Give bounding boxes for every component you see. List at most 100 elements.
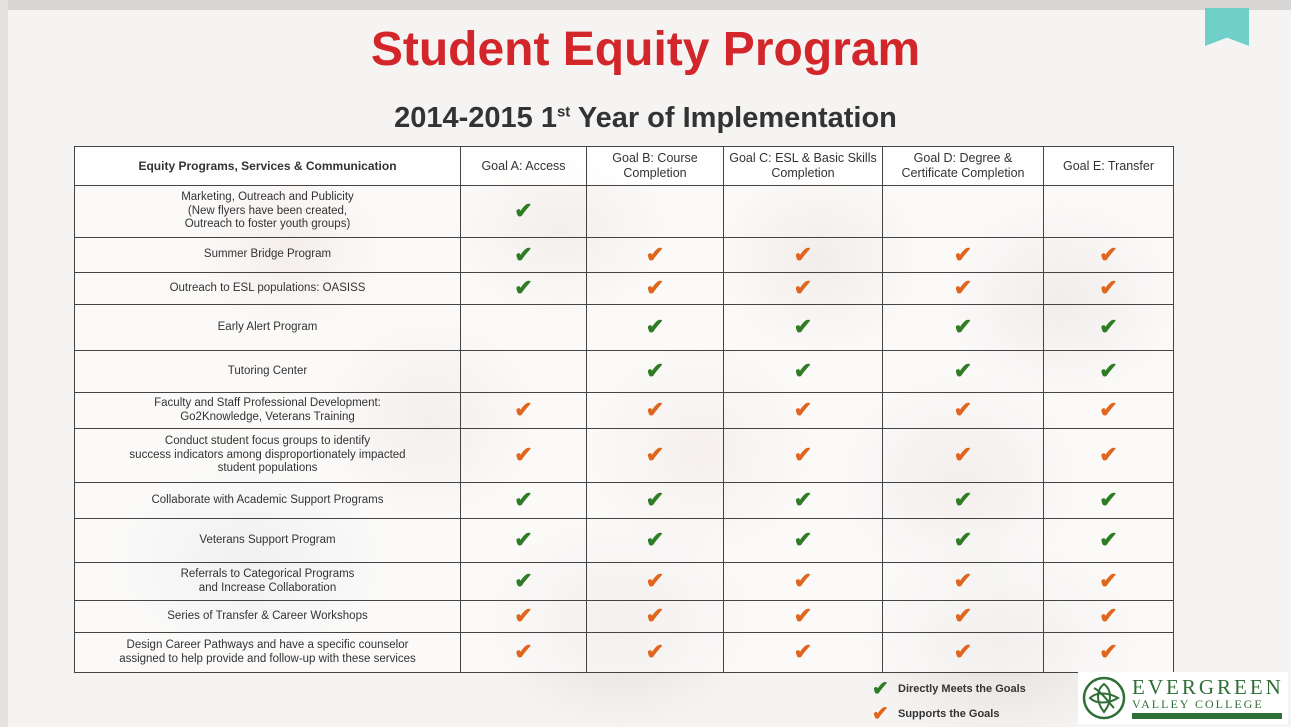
goal-cell: ✔ <box>1043 562 1174 601</box>
orange-check-icon: ✔ <box>645 397 665 422</box>
goal-cell: ✔ <box>586 272 724 305</box>
legend-label: Directly Meets the Goals <box>898 683 1026 695</box>
orange-check-icon: ✔ <box>1099 603 1118 628</box>
subtitle-rest: Year of Implementation <box>570 102 897 134</box>
goal-cell: ✔ <box>882 272 1044 305</box>
program-name-cell: Series of Transfer & Career Workshops <box>74 600 461 633</box>
table-row: Faculty and Staff Professional Developme… <box>74 392 1174 429</box>
subtitle-superscript: st <box>556 103 571 121</box>
green-check-icon: ✔ <box>514 487 533 512</box>
orange-check-icon: ✔ <box>1099 568 1118 593</box>
goal-cell: ✔ <box>882 600 1044 633</box>
column-header-goal-b: Goal B: Course Completion <box>586 146 724 186</box>
orange-check-icon: ✔ <box>514 397 533 422</box>
column-header-goal-e: Goal E: Transfer <box>1043 146 1174 186</box>
orange-check-icon: ✔ <box>793 275 813 300</box>
goal-cell <box>723 185 883 238</box>
orange-check-icon: ✔ <box>953 397 973 422</box>
goal-cell: ✔ <box>723 304 883 351</box>
goal-cell <box>882 185 1044 238</box>
program-name-cell: Marketing, Outreach and Publicity (New f… <box>74 185 461 238</box>
goal-cell: ✔ <box>1043 350 1174 393</box>
orange-check-icon: ✔ <box>953 275 973 300</box>
goal-cell: ✔ <box>460 428 587 483</box>
orange-check-icon: ✔ <box>645 275 665 300</box>
slide-top-border <box>0 0 1291 10</box>
green-check-icon: ✔ <box>514 241 533 267</box>
green-check-icon: ✔ <box>953 314 973 339</box>
slide-left-border <box>0 0 8 727</box>
goal-cell: ✔ <box>586 350 724 393</box>
green-check-icon: ✔ <box>1099 314 1118 339</box>
orange-check-icon: ✔ <box>953 568 973 593</box>
logo-wordmark: EVERGREEN VALLEY COLLEGE <box>1132 677 1284 719</box>
goal-cell: ✔ <box>1043 272 1174 305</box>
goal-cell: ✔ <box>882 562 1044 601</box>
green-check-icon: ✔ <box>1099 358 1118 383</box>
green-check-icon: ✔ <box>953 527 973 552</box>
goal-cell: ✔ <box>460 392 587 429</box>
green-check-icon: ✔ <box>793 358 813 383</box>
column-header-goal-d: Goal D: Degree & Certificate Completion <box>882 146 1044 186</box>
green-check-icon: ✔ <box>793 314 813 339</box>
orange-check-icon: ✔ <box>953 442 973 467</box>
orange-check-icon: ✔ <box>793 241 813 267</box>
table-row: Tutoring Center✔✔✔✔ <box>74 350 1174 393</box>
legend-item-supports: ✔ Supports the Goals <box>872 703 1026 725</box>
orange-check-icon: ✔ <box>645 442 665 467</box>
goal-cell: ✔ <box>882 392 1044 429</box>
legend-label: Supports the Goals <box>898 708 1000 720</box>
table-row: Marketing, Outreach and Publicity (New f… <box>74 185 1174 238</box>
table-row: Outreach to ESL populations: OASISS✔✔✔✔✔ <box>74 272 1174 305</box>
goal-cell: ✔ <box>586 237 724 273</box>
green-check-icon: ✔ <box>793 487 813 512</box>
orange-check-icon: ✔ <box>1099 275 1118 300</box>
goal-cell: ✔ <box>1043 428 1174 483</box>
column-header-goal-c: Goal C: ESL & Basic Skills Completion <box>723 146 883 186</box>
goal-cell <box>586 185 724 238</box>
program-name-cell: Early Alert Program <box>74 304 461 351</box>
goal-cell: ✔ <box>460 562 587 601</box>
goal-cell: ✔ <box>723 350 883 393</box>
goal-cell: ✔ <box>1043 600 1174 633</box>
green-check-icon: ✔ <box>645 527 665 552</box>
goal-cell: ✔ <box>723 562 883 601</box>
goal-cell: ✔ <box>586 304 724 351</box>
table-row: Early Alert Program ✔ ✔ ✔ ✔ <box>74 304 1174 351</box>
green-check-icon: ✔ <box>1099 487 1118 512</box>
column-header-goal-a: Goal A: Access <box>460 146 587 186</box>
page-subtitle: 2014-2015 1st Year of Implementation <box>0 102 1291 135</box>
goal-cell <box>460 304 587 351</box>
page-title: Student Equity Program <box>370 23 921 76</box>
green-check-icon: ✔ <box>514 527 533 552</box>
orange-check-icon: ✔ <box>953 639 973 664</box>
green-check-icon: ✔ <box>645 358 665 383</box>
program-name-cell: Referrals to Categorical Programs and In… <box>74 562 461 601</box>
green-check-icon: ✔ <box>645 487 665 512</box>
goal-cell: ✔ <box>882 428 1044 483</box>
green-check-icon: ✔ <box>514 198 533 223</box>
green-check-icon: ✔ <box>645 314 665 339</box>
program-name-cell: Faculty and Staff Professional Developme… <box>74 392 461 429</box>
orange-check-icon: ✔ <box>645 603 665 628</box>
green-check-icon: ✔ <box>514 568 533 593</box>
goal-cell: ✔ <box>1043 518 1174 563</box>
goal-cell: ✔ <box>460 237 587 273</box>
program-name-cell: Veterans Support Program <box>74 518 461 563</box>
legend-item-meets: ✔ Directly Meets the Goals <box>872 678 1026 700</box>
program-name-cell: Collaborate with Academic Support Progra… <box>74 482 461 519</box>
table-row: Summer Bridge Program✔✔✔✔✔ <box>74 237 1174 273</box>
green-check-icon: ✔ <box>793 527 813 552</box>
goal-cell: ✔ <box>1043 482 1174 519</box>
goals-table: Equity Programs, Services & Communicatio… <box>74 146 1174 673</box>
goal-cell: ✔ <box>723 237 883 273</box>
goal-cell: ✔ <box>586 428 724 483</box>
goal-cell: ✔ <box>723 518 883 563</box>
table-header-row: Equity Programs, Services & Communicatio… <box>74 146 1174 186</box>
goal-cell: ✔ <box>723 482 883 519</box>
orange-check-icon: ✔ <box>645 639 665 664</box>
orange-check-icon: ✔ <box>1099 442 1118 467</box>
goal-cell: ✔ <box>723 632 883 673</box>
table-row: Collaborate with Academic Support Progra… <box>74 482 1174 519</box>
